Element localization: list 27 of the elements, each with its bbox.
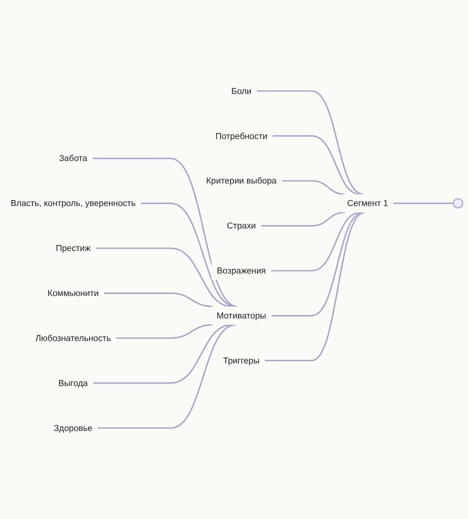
node-text: Коммьюнити [48,288,99,298]
connector [104,292,213,308]
node-text: Престиж [56,243,90,254]
node-text: Здоровье [54,422,92,433]
node-text: Боли [231,86,252,96]
connector [271,212,364,316]
connector [282,180,345,195]
connector [92,158,238,308]
connector [140,202,236,308]
connector [98,324,236,429]
node-text: Триггеры [223,355,260,366]
connector [116,324,213,339]
node-text: Потребности [215,130,268,141]
node-text: Забота [58,153,88,164]
node-text: Власть, контроль, уверенность [10,198,136,208]
connector [93,324,232,384]
connector [261,212,345,226]
connector [272,135,360,195]
connector [256,90,364,195]
node-text: Критерии выбора [206,176,277,186]
connector [96,248,232,308]
connector [393,202,454,204]
node-text: Страхи [226,220,256,231]
node-text: Любознательность [35,332,111,343]
connector [264,212,365,362]
node-text: Выгода [58,378,88,388]
connector [271,212,360,272]
